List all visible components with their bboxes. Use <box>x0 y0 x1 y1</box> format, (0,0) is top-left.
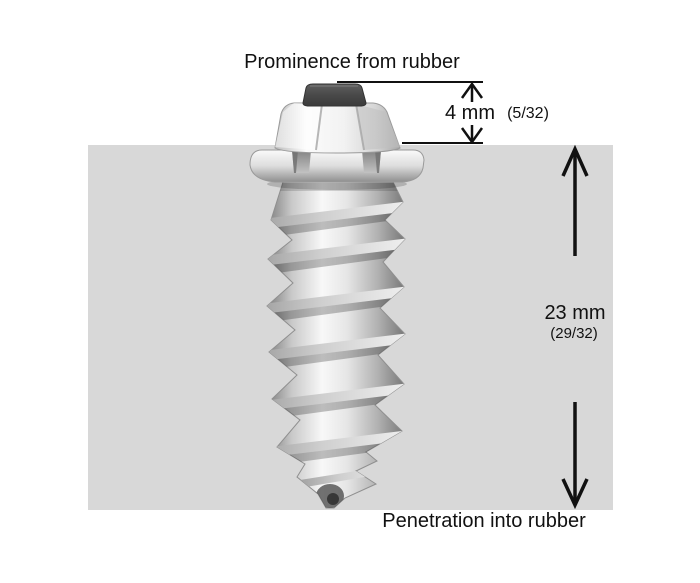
penetration-fraction: (29/32) <box>550 325 598 342</box>
stud-illustration <box>249 83 425 509</box>
prominence-down-arrow-icon <box>460 125 484 145</box>
stud-flange-washer <box>249 149 425 190</box>
prominence-value: 4 mm <box>445 102 495 124</box>
penetration-up-arrow-icon <box>561 144 589 256</box>
stud-carbide-pin <box>302 83 367 107</box>
penetration-value: 23 mm <box>544 302 606 324</box>
prominence-label: Prominence from rubber <box>244 51 460 73</box>
prominence-fraction: (5/32) <box>507 105 549 122</box>
stud-hex-head <box>274 102 401 154</box>
stud-screw-body <box>266 181 406 509</box>
penetration-down-arrow-icon <box>561 402 589 510</box>
penetration-label: Penetration into rubber <box>382 510 586 532</box>
penetration-dimension <box>561 144 589 510</box>
prominence-dimension <box>337 81 484 145</box>
prominence-up-arrow-icon <box>460 81 484 102</box>
